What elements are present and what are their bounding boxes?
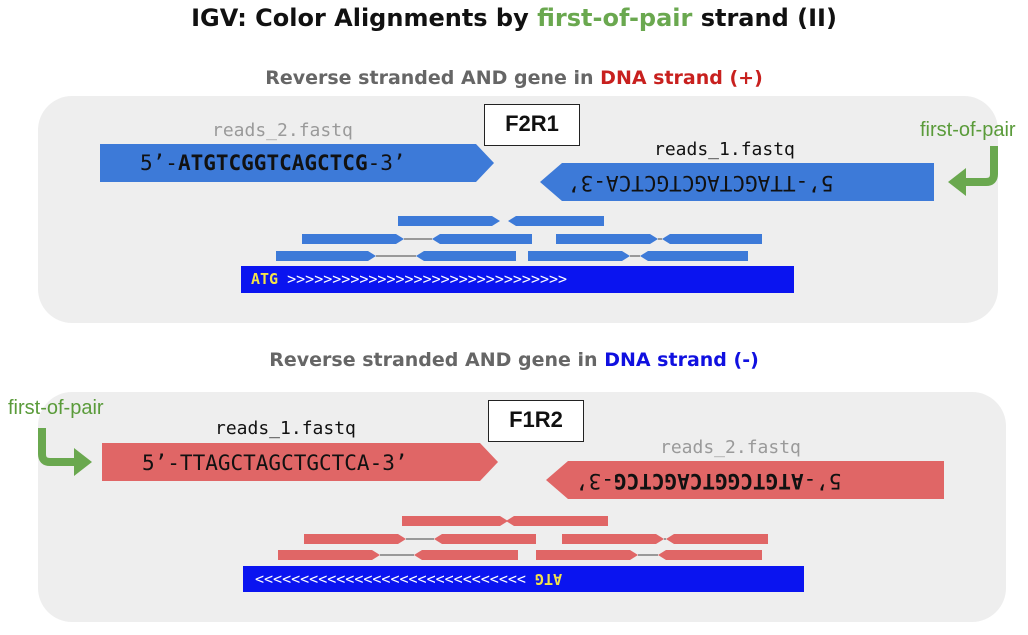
bottom-tag-box: F1R2 — [488, 400, 584, 442]
top-subtitle-strand: DNA strand (+) — [600, 67, 763, 89]
top-tag-box: F2R1 — [484, 104, 580, 146]
top-left-sequence: 5’-ATGTCGGTCAGCTCG-3’ — [140, 143, 406, 183]
bottom-subtitle-prefix: Reverse stranded AND gene in — [269, 349, 605, 371]
top-right-filename: reads_1.fastq — [654, 139, 795, 160]
top-left-seq-bold: ATGTCGGTCAGCTCG — [177, 151, 368, 175]
bottom-left-filename: reads_1.fastq — [215, 418, 356, 439]
bottom-subtitle-strand: DNA strand (-) — [604, 349, 759, 371]
bottom-read-pileup — [278, 516, 768, 560]
top-right-sequence: 5’-TTAGCTAGCTGCTCA-3’ — [568, 171, 834, 195]
bottom-gene-direction-arrows: <<<<<<<<<<<<<<<<<<<<<<<<<<<<<< — [255, 570, 526, 588]
title-suffix: strand (II) — [692, 4, 837, 32]
bottom-right-read-arrow — [546, 461, 944, 499]
title-highlight: first-of-pair — [537, 4, 693, 32]
top-first-of-pair-label: first-of-pair — [920, 119, 1016, 141]
bottom-right-seq-prefix: 5’- — [803, 469, 842, 493]
top-left-filename: reads_2.fastq — [212, 120, 353, 141]
page-title: IGV: Color Alignments by first-of-pair s… — [0, 4, 1028, 32]
top-first-of-pair-arrow-icon — [948, 146, 998, 196]
top-gene-direction-arrows: >>>>>>>>>>>>>>>>>>>>>>>>>>>>>>> — [287, 270, 568, 288]
top-left-seq-suffix: -3’ — [367, 151, 406, 175]
bottom-first-of-pair-arrow-icon — [38, 428, 92, 476]
top-left-seq-prefix: 5’- — [140, 151, 178, 175]
bottom-gene-track: <<<<<<<<<<<<<<<<<<<<<<<<<<<<<< ATG — [243, 566, 804, 592]
top-right-read-arrow — [540, 163, 934, 201]
top-gene-track: ATG >>>>>>>>>>>>>>>>>>>>>>>>>>>>>>> — [241, 266, 794, 293]
bottom-left-read-arrow — [102, 443, 498, 481]
bottom-first-of-pair-label: first-of-pair — [8, 397, 104, 419]
top-gene-start-codon: ATG — [251, 270, 279, 288]
bottom-right-seq-suffix: -3’ — [576, 469, 614, 493]
bottom-right-filename: reads_2.fastq — [660, 437, 801, 458]
top-subtitle-prefix: Reverse stranded AND gene in — [265, 67, 601, 89]
bottom-right-sequence: 5’-ATGTCGGTCAGCTCG-3’ — [576, 461, 842, 501]
bottom-panel-subtitle: Reverse stranded AND gene in DNA strand … — [0, 349, 1028, 371]
title-prefix: IGV: Color Alignments by — [191, 4, 538, 32]
bottom-left-sequence: 5’-TTAGCTAGCTGCTCA-3’ — [142, 451, 408, 475]
top-left-read-arrow — [100, 144, 494, 182]
top-panel-subtitle: Reverse stranded AND gene in DNA strand … — [0, 67, 1028, 89]
top-read-pileup — [276, 216, 762, 261]
bottom-gene-start-codon: ATG — [534, 570, 563, 588]
bottom-right-seq-bold: ATGTCGGTCAGCTCG — [613, 469, 804, 493]
